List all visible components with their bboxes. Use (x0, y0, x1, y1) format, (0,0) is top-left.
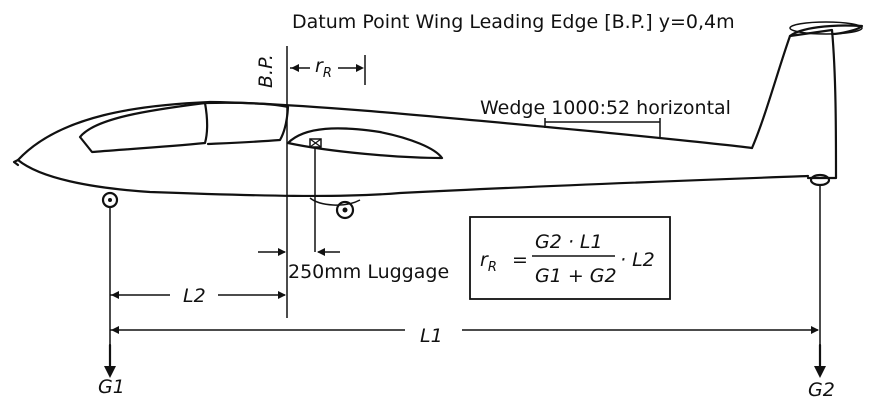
wedge-label: Wedge 1000:52 horizontal (480, 97, 731, 119)
g2-arrow: G2 (808, 343, 835, 401)
g1-label: G1 (98, 376, 125, 398)
nose-wheel (101, 191, 119, 209)
fuselage-bottom (16, 158, 810, 198)
main-wheel-fairing (309, 197, 361, 206)
luggage-label: 250mm Luggage (288, 261, 449, 283)
formula-numerator: G2 · L1 (535, 231, 603, 253)
tail-wheel (809, 173, 831, 187)
l2-label: L2 (183, 285, 206, 307)
cg-marker (309, 138, 322, 252)
formula-denominator: G1 + G2 (535, 265, 617, 287)
tail-fin (750, 28, 838, 180)
l2-dimension: L2 (109, 208, 286, 345)
formula-box: rR = G2 · L1 G1 + G2 · L2 (469, 216, 671, 300)
datum-title: Datum Point Wing Leading Edge [B.P.] y=0… (292, 11, 735, 33)
formula-lhs: rR (480, 249, 497, 275)
g2-label: G2 (808, 379, 835, 401)
rr-dimension: rR (290, 55, 366, 85)
horizontal-stabilizer (789, 21, 863, 35)
fuselage-top (16, 100, 754, 162)
formula-equals: = (512, 249, 528, 271)
l1-label: L1 (420, 325, 443, 347)
bp-label: B.P. (255, 54, 277, 88)
canopy-front (78, 101, 209, 154)
canopy-rear (203, 101, 290, 146)
g1-arrow: G1 (98, 343, 125, 398)
formula-tail: · L2 (620, 249, 655, 271)
l1-dimension: L1 (110, 186, 821, 347)
nose (12, 158, 20, 167)
luggage-dimension: 250mm Luggage (258, 248, 449, 283)
wing-root (286, 127, 444, 160)
wedge-annotation: Wedge 1000:52 horizontal (480, 97, 731, 138)
main-wheel (335, 200, 355, 220)
rr-label: rR (315, 55, 332, 81)
glider-outline (12, 21, 864, 206)
wheels (101, 173, 831, 220)
